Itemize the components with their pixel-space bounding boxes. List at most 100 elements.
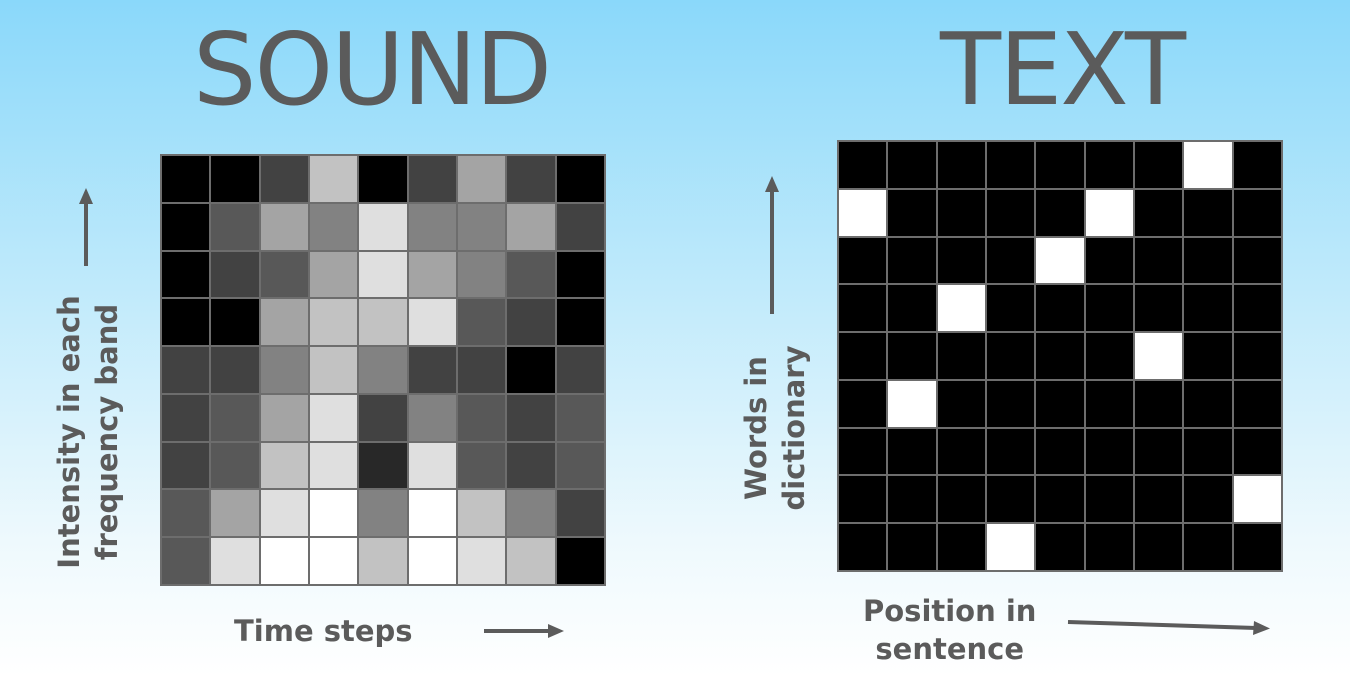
sound-cell bbox=[408, 251, 456, 298]
text-x-arrow-icon bbox=[1067, 620, 1257, 630]
sound-x-arrowhead-icon bbox=[548, 624, 564, 638]
text-cell bbox=[1036, 476, 1084, 523]
sound-cell bbox=[457, 251, 506, 298]
text-cell bbox=[1085, 380, 1133, 427]
text-cell bbox=[1134, 333, 1183, 379]
text-cell bbox=[839, 237, 887, 284]
sound-cell bbox=[507, 299, 555, 346]
sound-cell bbox=[556, 442, 604, 489]
text-cell bbox=[1085, 476, 1133, 523]
text-cell bbox=[1184, 524, 1232, 570]
sound-cell bbox=[211, 490, 259, 537]
sound-cell bbox=[408, 156, 456, 202]
sound-cell bbox=[162, 156, 210, 202]
text-cell bbox=[1085, 524, 1133, 570]
sound-cell bbox=[211, 251, 259, 298]
sound-cell bbox=[359, 490, 407, 537]
text-cell bbox=[888, 333, 936, 379]
text-cell bbox=[839, 189, 887, 236]
text-cell bbox=[1184, 333, 1232, 379]
text-cell bbox=[839, 428, 887, 475]
text-cell bbox=[986, 142, 1035, 188]
sound-cell bbox=[260, 394, 308, 441]
sound-cell bbox=[556, 538, 604, 584]
text-cell bbox=[1036, 428, 1084, 475]
sound-cell bbox=[260, 203, 308, 250]
sound-cell bbox=[507, 394, 555, 441]
text-cell bbox=[986, 476, 1035, 523]
text-cell bbox=[937, 237, 985, 284]
sound-cell bbox=[556, 299, 604, 346]
text-cell bbox=[986, 333, 1035, 379]
text-cell bbox=[937, 476, 985, 523]
sound-cell bbox=[260, 156, 308, 202]
text-cell bbox=[937, 333, 985, 379]
sound-cell bbox=[507, 347, 555, 393]
text-cell bbox=[1085, 428, 1133, 475]
sound-cell bbox=[507, 538, 555, 584]
text-cell bbox=[1085, 333, 1133, 379]
text-cell bbox=[1134, 142, 1183, 188]
text-cell bbox=[986, 285, 1035, 332]
sound-cell bbox=[260, 442, 308, 489]
text-cell bbox=[1184, 237, 1232, 284]
text-cell bbox=[1184, 189, 1232, 236]
text-cell bbox=[839, 476, 887, 523]
text-cell bbox=[1184, 476, 1232, 523]
sound-cell bbox=[309, 203, 358, 250]
sound-cell bbox=[359, 394, 407, 441]
text-cell bbox=[888, 476, 936, 523]
sound-x-axis-label: Time steps bbox=[234, 614, 413, 648]
text-cell bbox=[1233, 476, 1281, 523]
text-cell bbox=[986, 189, 1035, 236]
sound-cell bbox=[162, 251, 210, 298]
sound-cell bbox=[359, 442, 407, 489]
sound-cell bbox=[408, 299, 456, 346]
sound-spectrogram-grid bbox=[160, 154, 606, 586]
sound-cell bbox=[260, 251, 308, 298]
sound-cell bbox=[162, 394, 210, 441]
sound-cell bbox=[162, 490, 210, 537]
sound-cell bbox=[260, 538, 308, 584]
sound-cell bbox=[211, 538, 259, 584]
sound-cell bbox=[457, 203, 506, 250]
text-cell bbox=[839, 285, 887, 332]
sound-cell bbox=[556, 251, 604, 298]
sound-cell bbox=[309, 442, 358, 489]
sound-y-arrowhead-icon bbox=[79, 188, 93, 204]
sound-cell bbox=[211, 203, 259, 250]
text-cell bbox=[1036, 237, 1084, 284]
sound-cell bbox=[309, 538, 358, 584]
sound-cell bbox=[408, 394, 456, 441]
text-x-arrowhead-icon bbox=[1253, 621, 1270, 635]
sound-cell bbox=[556, 156, 604, 202]
sound-cell bbox=[359, 299, 407, 346]
text-cell bbox=[1184, 285, 1232, 332]
text-cell bbox=[1184, 428, 1232, 475]
text-cell bbox=[986, 380, 1035, 427]
text-cell bbox=[1036, 333, 1084, 379]
text-cell bbox=[1233, 237, 1281, 284]
text-cell bbox=[1134, 524, 1183, 570]
sound-cell bbox=[556, 347, 604, 393]
text-cell bbox=[1085, 237, 1133, 284]
text-cell bbox=[1233, 285, 1281, 332]
sound-cell bbox=[457, 156, 506, 202]
text-cell bbox=[1233, 142, 1281, 188]
sound-cell bbox=[556, 394, 604, 441]
sound-cell bbox=[507, 442, 555, 489]
text-cell bbox=[888, 189, 936, 236]
text-cell bbox=[839, 380, 887, 427]
text-cell bbox=[1233, 380, 1281, 427]
sound-cell bbox=[359, 203, 407, 250]
text-cell bbox=[1036, 524, 1084, 570]
text-cell bbox=[1036, 142, 1084, 188]
sound-cell bbox=[309, 394, 358, 441]
sound-cell bbox=[211, 347, 259, 393]
sound-cell bbox=[260, 347, 308, 393]
sound-cell bbox=[507, 203, 555, 250]
sound-cell bbox=[457, 442, 506, 489]
sound-cell bbox=[507, 251, 555, 298]
text-x-label-line1: Position in bbox=[863, 594, 1037, 628]
